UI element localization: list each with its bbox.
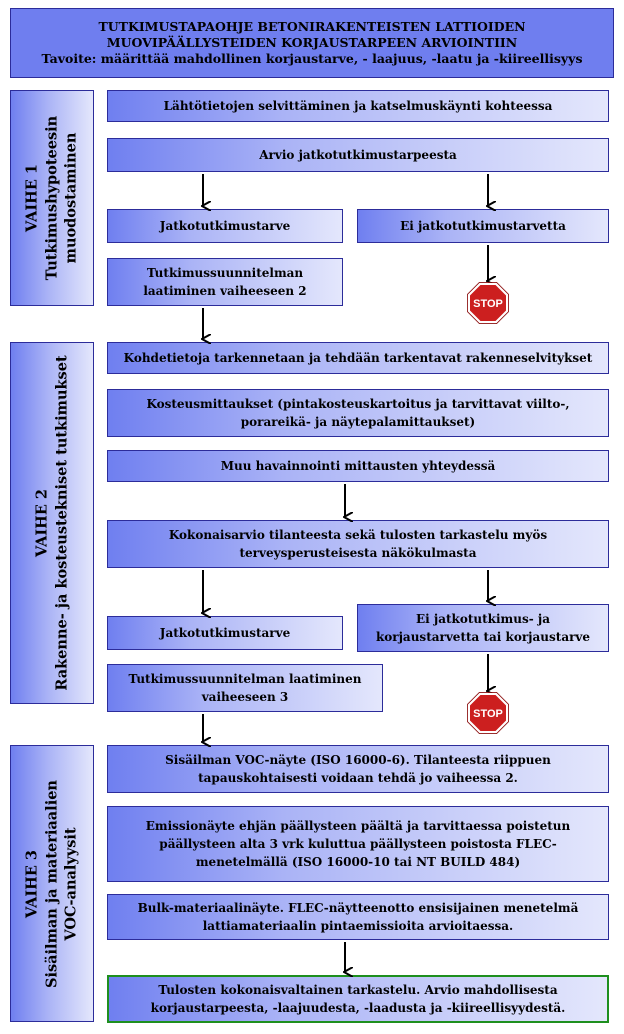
step-final-review: Tulosten kokonaisvaltainen tarkastelu. A… <box>107 975 609 1023</box>
step-assess-need: Arvio jatkotutkimustarpeesta <box>107 138 609 172</box>
phase-3-sidebar: VAIHE 3 Sisäilman ja materiaalien VOC-an… <box>10 745 94 1022</box>
step-other-observation: Muu havainnointi mittausten yhteydessä <box>107 450 609 482</box>
step-overall-assessment: Kokonaisarvio tilanteesta sekä tulosten … <box>107 520 609 568</box>
step-bulk-sample: Bulk-materiaalinäyte. FLEC-näytteenotto … <box>107 894 609 940</box>
step-further-study-need-1: Jatkotutkimustarve <box>107 209 343 243</box>
step-further-study-need-2: Jatkotutkimustarve <box>107 616 343 650</box>
phase-2-sidebar: VAIHE 2 Rakenne- ja kosteustekniset tutk… <box>10 342 94 704</box>
title-line-1: TUTKIMUSTAPAOHJE BETONIRAKENTEISTEN LATT… <box>98 18 526 34</box>
stop-sign-1-label: STOP <box>473 298 503 310</box>
step-emission-sample: Emissionäyte ehjän päällysteen päältä ja… <box>107 806 609 882</box>
stop-sign-icon: STOP <box>467 692 509 734</box>
step-indoor-voc-sample: Sisäilman VOC-näyte (ISO 16000-6). Tilan… <box>107 745 609 793</box>
diagram-title-box: TUTKIMUSTAPAOHJE BETONIRAKENTEISTEN LATT… <box>10 8 614 78</box>
stop-sign-icon: STOP <box>467 282 509 324</box>
step-no-further-study-2: Ei jatkotutkimus- ja korjaustarvetta tai… <box>357 604 609 652</box>
title-line-2: MUOVIPÄÄLLYSTEIDEN KORJAUSTARPEEN ARVIOI… <box>106 34 518 50</box>
step-refine-structures: Kohdetietoja tarkennetaan ja tehdään tar… <box>107 342 609 374</box>
stop-sign-2-label: STOP <box>473 708 503 720</box>
phase-1-sidebar: VAIHE 1 Tutkimushypoteesin muodostaminen <box>10 90 94 306</box>
step-plan-phase-2: Tutkimussuunnitelman laatiminen vaiheese… <box>107 258 343 306</box>
step-start-survey: Lähtötietojen selvittäminen ja katselmus… <box>107 90 609 122</box>
step-plan-phase-3: Tutkimussuunnitelman laatiminen vaiheese… <box>107 664 383 712</box>
goal-text: Tavoite: määrittää mahdollinen korjausta… <box>41 51 583 67</box>
step-no-further-study-1: Ei jatkotutkimustarvetta <box>357 209 609 243</box>
step-moisture-measurements: Kosteusmittaukset (pintakosteuskartoitus… <box>107 389 609 437</box>
